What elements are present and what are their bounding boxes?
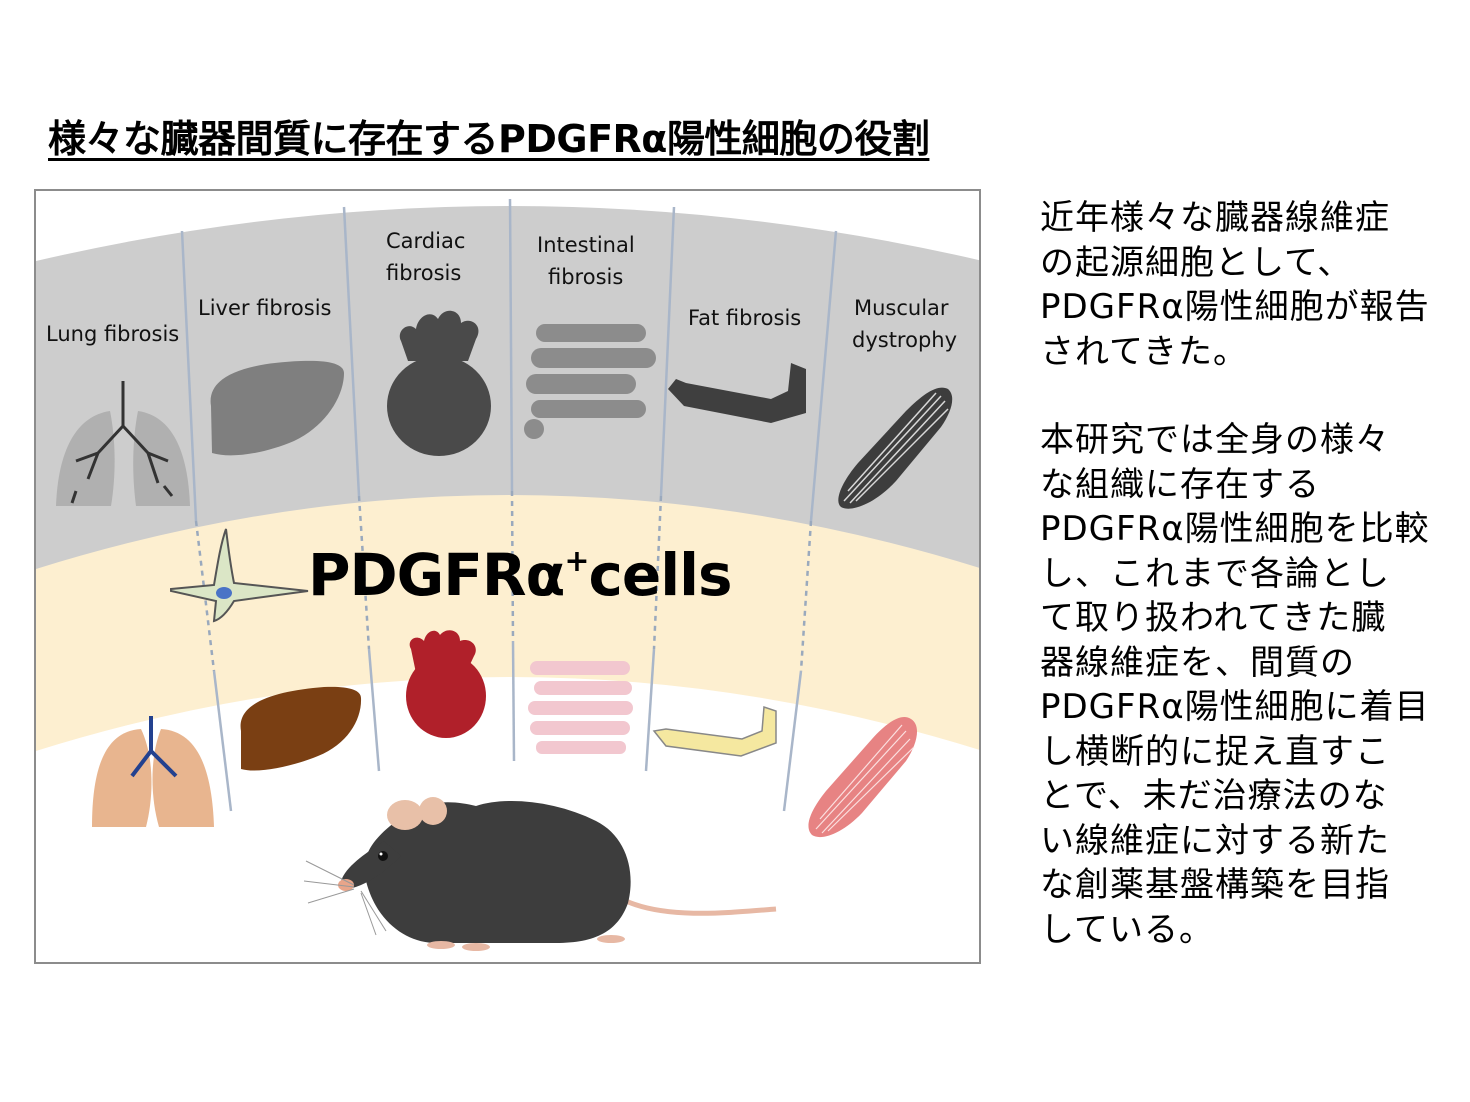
label-muscular-dystrophy: dystrophy [852,328,957,352]
label-liver-fibrosis: Liver fibrosis [198,296,332,320]
fibrotic-lung-icon [56,381,190,506]
fibrotic-fat-icon [668,363,806,423]
normal-lung-icon [92,716,214,827]
label-intestinal: Intestinal [537,233,635,257]
normal-heart-icon [406,630,486,738]
fibrotic-muscle-icon [838,387,953,509]
pdgfra-cells-text: PDGFRα+cells [308,541,732,609]
normal-fat-icon [652,705,777,757]
description-paragraph-1: 近年様々な臓器線維症 の起源細胞として、 PDGFRα陽性細胞が報告 されてきた… [1040,198,1430,372]
fibrotic-heart-icon [387,310,491,456]
pdgfra-cell-icon [170,528,309,623]
diagram-svg: Lung fibrosis Liver fibrosis Cardiac fib… [36,198,979,962]
page-title: 様々な臓器間質に存在するPDGFRα陽性細胞の役割 [48,117,930,161]
label-cardiac-fibrosis: fibrosis [386,261,461,285]
label-lung-fibrosis: Lung fibrosis [46,322,179,346]
fibrotic-liver-icon [210,360,344,456]
label-fat-fibrosis: Fat fibrosis [688,306,801,330]
label-muscular: Muscular [854,296,949,320]
label-intestinal-fibrosis: fibrosis [548,265,623,289]
normal-muscle-icon [808,717,918,838]
figure-diagram: Lung fibrosis Liver fibrosis Cardiac fib… [34,189,981,964]
normal-liver-icon [240,686,362,771]
mouse-icon [303,797,777,951]
description: 近年様々な臓器線維症 の起源細胞として、 PDGFRα陽性細胞が報告 されてきた… [1040,196,1460,952]
divider-lines [180,198,838,812]
normal-intestine-icon [528,661,633,754]
description-paragraph-2: 本研究では全身の様々 な組織に存在する PDGFRα陽性細胞を比較 し、これまで… [1040,420,1430,950]
fibrotic-intestine-icon [524,324,656,439]
label-cardiac: Cardiac [386,229,465,253]
